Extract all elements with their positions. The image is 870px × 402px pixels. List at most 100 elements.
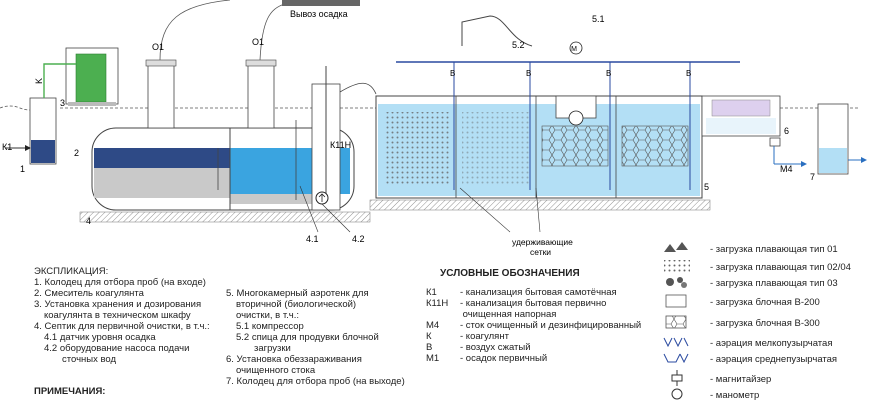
legend-text: - манометр xyxy=(710,390,760,401)
label-7: 7 xyxy=(810,172,815,182)
symbol-code: К xyxy=(426,331,432,342)
legend-aeration-fine: - аэрация мелкопузырчатая xyxy=(663,337,833,349)
notes-title: ПРИМЕЧАНИЯ: xyxy=(34,386,106,397)
legend-text: - загрузка блочная В-300 xyxy=(710,318,820,329)
explication-col1: 1. Колодец для отбора проб (на входе) 2.… xyxy=(34,277,210,365)
label-4-1: 4.1 xyxy=(306,234,319,244)
compressor xyxy=(555,41,597,126)
symbol-row: очищенная напорная xyxy=(426,309,641,320)
explication-item: 4. Септик для первичной очистки, в т.ч.: xyxy=(34,321,210,332)
explication-item: 7. Колодец для отбора проб (на выходе) xyxy=(226,376,405,387)
magnetizer-icon xyxy=(671,370,683,386)
explication-item: очистки, в т.ч.: xyxy=(236,310,300,321)
symbols-title: УСЛОВНЫЕ ОБОЗНАЧЕНИЯ xyxy=(440,268,580,279)
symbol-code: М4 xyxy=(426,320,440,331)
explication-item: вторичной (биологической) xyxy=(236,299,357,310)
legend-text: - загрузка плавающая тип 03 xyxy=(710,278,838,289)
k11h-label: К11Н xyxy=(330,140,351,150)
label-5-1: 5.1 xyxy=(592,14,605,24)
leader-4-2 xyxy=(321,203,351,233)
k1-inlet-label: К1 xyxy=(2,142,12,152)
motor-m-label: M xyxy=(571,46,577,53)
float-0204-icon xyxy=(664,260,690,272)
legend-block-b300: - загрузка блочная В-300 xyxy=(665,315,820,329)
valve-b-4: B xyxy=(686,69,691,78)
manhole-left xyxy=(145,0,231,129)
leader-nets-1 xyxy=(459,187,511,233)
k-coagulant-label: K xyxy=(34,78,44,84)
legend-float-0204: - загрузка плавающая тип 02/04 xyxy=(664,260,851,273)
legend-text: - загрузка плавающая тип 01 xyxy=(710,244,838,255)
aerotank xyxy=(369,95,711,211)
label-1: 1 xyxy=(20,164,25,174)
label-5-2: 5.2 xyxy=(512,40,525,50)
uv-unit xyxy=(701,95,807,167)
float-03-icon xyxy=(666,277,687,288)
legend-float-01: - загрузка плавающая тип 01 xyxy=(664,242,838,255)
truck-icon xyxy=(282,0,360,6)
explication-item: сточных вод xyxy=(62,354,117,365)
legend-manometer: - манометр xyxy=(671,388,760,401)
symbol-row: М4 - сток очищенный и дезинфицированный xyxy=(426,320,641,331)
explication-item: очищенного стока xyxy=(236,365,316,376)
explication-item: загрузки xyxy=(254,343,291,354)
pump-column xyxy=(311,66,377,211)
aeration-medium-icon xyxy=(663,353,689,364)
symbol-code: В xyxy=(426,342,433,353)
explication-item: 5.1 компрессор xyxy=(236,321,304,332)
legend-text: - загрузка плавающая тип 02/04 xyxy=(710,262,851,273)
symbol-text: - канализация бытовая первично xyxy=(460,298,607,309)
leader-4-1 xyxy=(299,185,319,233)
label-4-2: 4.2 xyxy=(352,234,365,244)
explication-title: ЭКСПЛИКАЦИЯ: xyxy=(34,266,109,277)
float-01-icon xyxy=(664,242,688,252)
label-6: 6 xyxy=(784,126,789,136)
symbol-row: В - воздух сжатый xyxy=(426,342,641,353)
explication-item: 1. Колодец для отбора проб (на входе) xyxy=(34,277,206,288)
symbol-text: - осадок первичный xyxy=(460,353,548,364)
block-b200-icon xyxy=(665,294,687,308)
legend-float-03: - загрузка плавающая тип 03 xyxy=(666,277,838,289)
treatment-scheme: К1 1 2 K 3 4 O1 O1 Вывоз осадка xyxy=(0,0,867,257)
explication-item: 4.1 датчик уровня осадка xyxy=(44,332,156,343)
symbol-text: - воздух сжатый xyxy=(460,342,531,353)
symbols-list: К1- канализация бытовая самотёчная К11Н-… xyxy=(426,287,641,364)
legend-text: - аэрация среднепузырчатая xyxy=(710,354,838,365)
air-header xyxy=(396,61,740,190)
manometer-icon xyxy=(671,388,683,400)
septic-tank xyxy=(79,120,371,223)
explication-item: 3. Установка хранения и дозирования xyxy=(34,299,202,310)
symbol-row: М1 - осадок первичный xyxy=(426,353,641,364)
label-2: 2 xyxy=(74,148,79,158)
legend-text: - магнитайзер xyxy=(710,374,772,385)
o1-right-label: O1 xyxy=(252,37,264,47)
symbol-code: М1 xyxy=(426,353,440,364)
m4-label: М4 xyxy=(780,164,793,174)
legend-text: - загрузка блочная В-200 xyxy=(710,297,820,308)
label-5: 5 xyxy=(704,182,709,192)
label-3: 3 xyxy=(60,98,65,108)
o1-left-label: O1 xyxy=(152,42,164,52)
label-4: 4 xyxy=(86,216,91,226)
aeration-fine-icon xyxy=(663,337,689,348)
symbol-text: - сток очищенный и дезинфицированный xyxy=(460,320,642,331)
explication-col2: 5. Многокамерный аэротенк для вторичной … xyxy=(226,288,405,387)
valve-b-1: B xyxy=(450,69,455,78)
legend-magnetizer: - магнитайзер xyxy=(671,370,772,386)
legend-aeration-medium: - аэрация среднепузырчатая xyxy=(663,353,838,365)
explication-item: 4.2 оборудование насоса подачи xyxy=(44,343,190,354)
coagulant-cabinet xyxy=(43,47,119,106)
symbol-row: К- коагулянт xyxy=(426,331,641,342)
explication-item: 2. Смеситель коагулянта xyxy=(34,288,144,299)
truck-label: Вывоз осадка xyxy=(290,9,348,19)
outlet-well xyxy=(817,103,867,175)
explication-item: 5.2 спица для продувки блочной xyxy=(236,332,379,343)
explication-item: 5. Многокамерный аэротенк для xyxy=(226,288,369,299)
symbol-text: - канализация бытовая самотёчная xyxy=(460,287,617,298)
symbol-code: К11Н xyxy=(426,298,449,309)
symbol-row: К11Н - канализация бытовая первично xyxy=(426,298,641,309)
leader-nets-2 xyxy=(535,187,541,233)
manhole-right xyxy=(245,3,286,129)
symbol-code: К1 xyxy=(426,287,437,298)
legend-text: - аэрация мелкопузырчатая xyxy=(710,338,833,349)
